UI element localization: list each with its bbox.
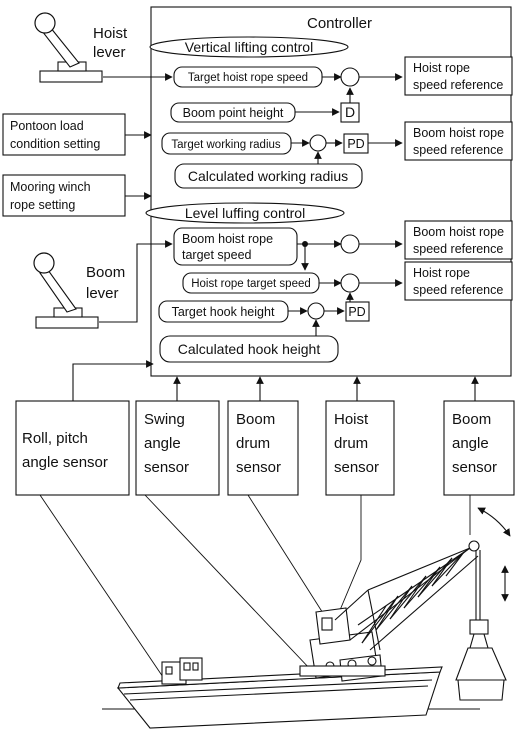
boom-lever-label-2: lever	[86, 285, 119, 302]
crane-barge-illustration	[102, 507, 511, 729]
grab-bucket	[455, 619, 507, 701]
boom-ref-1-line-1: Boom hoist rope	[413, 126, 504, 140]
calculated-hook-height-box	[159, 335, 339, 363]
bhrts-line-1: Boom hoist rope	[182, 232, 273, 246]
roll-pitch-connector	[72, 363, 151, 401]
roll-pitch-angle-sensor-box	[15, 400, 130, 496]
boom-drum-line-3: sensor	[236, 459, 281, 476]
vertical-sum-junction-1	[340, 67, 360, 87]
hoist-lever-label-2: lever	[93, 44, 126, 61]
level-sum-junction-3	[307, 302, 325, 320]
level-luffing-control-label	[145, 202, 345, 224]
mooring-winch-setting-box	[2, 174, 126, 217]
hoist-lever-label-1: Hoist	[93, 25, 128, 42]
hoist-ref-1-line-1: Hoist rope	[413, 61, 470, 75]
swing-line-3: sensor	[144, 459, 189, 476]
hoist-rope-target-speed-text: Hoist rope target speed	[191, 278, 311, 290]
hoist-ref-2-line-2: speed reference	[413, 283, 503, 297]
hoist-ref-2-line-1: Hoist rope	[413, 266, 470, 280]
boom-point-height-text: Boom point height	[183, 106, 284, 120]
hoist-rope-speed-reference-box-1	[404, 56, 513, 96]
boom-drum-sensor-box	[227, 400, 299, 496]
bhrts-line-2: target speed	[182, 248, 252, 262]
d-block-text: D	[345, 104, 355, 120]
boom-lever-icon	[33, 252, 99, 329]
boom-angle-sensor-box	[443, 400, 515, 496]
vertical-lifting-control-text: Vertical lifting control	[185, 39, 313, 55]
pontoon-label-2: condition setting	[10, 137, 100, 151]
level-sum-junction-2	[340, 273, 360, 293]
deck-house	[161, 657, 203, 685]
pd-block-vertical-text: PD	[347, 137, 364, 151]
boom-lever-arrow	[99, 240, 173, 323]
pd-block-level	[345, 301, 370, 322]
boom-drum-line-1: Boom	[236, 411, 275, 428]
target-hoist-rope-speed-text: Target hoist rope speed	[188, 72, 308, 84]
swing-line-2: angle	[144, 435, 181, 452]
calculated-working-radius-text: Calculated working radius	[188, 168, 348, 184]
boom-lever-label-1: Boom	[86, 264, 125, 281]
boom-hoist-rope-target-speed-box	[173, 227, 298, 266]
pd-block-level-text: PD	[348, 305, 365, 319]
hoist-drum-line-3: sensor	[334, 459, 379, 476]
level-sum-junction-1	[340, 234, 360, 254]
boom-drum-line-2: drum	[236, 435, 270, 452]
luffing-motion-arrow	[477, 507, 511, 537]
vertical-sum-junction-2	[309, 134, 327, 152]
hoist-rope-speed-reference-box-2	[404, 261, 513, 301]
pontoon-label-1: Pontoon load	[10, 119, 84, 133]
boom-hoist-rope-speed-reference-box-2	[404, 220, 513, 260]
level-luffing-control-text: Level luffing control	[185, 205, 305, 221]
hoist-drum-line-1: Hoist	[334, 411, 369, 428]
calculated-hook-height-text: Calculated hook height	[178, 341, 321, 357]
boom-angle-line-3: sensor	[452, 459, 497, 476]
roll-pitch-line-2: angle sensor	[22, 454, 108, 471]
target-hook-height-text: Target hook height	[172, 305, 275, 319]
roll-pitch-line-1: Roll, pitch	[22, 430, 88, 447]
lattice-boom	[334, 547, 479, 651]
mooring-label-1: Mooring winch	[10, 180, 91, 194]
swing-angle-sensor-box	[135, 400, 220, 496]
crane-cab	[299, 607, 386, 682]
mooring-label-2: rope setting	[10, 198, 75, 212]
hoist-ref-1-line-2: speed reference	[413, 78, 503, 92]
hoist-drum-sensor-box	[325, 400, 395, 496]
calculated-working-radius-box	[174, 163, 363, 189]
controller-title: Controller	[307, 15, 372, 32]
swing-line-1: Swing	[144, 411, 185, 428]
boom-hoist-rope-speed-reference-box-1	[404, 121, 513, 161]
boom-angle-line-1: Boom	[452, 411, 491, 428]
target-working-radius-text: Target working radius	[171, 139, 281, 151]
boom-ref-1-line-2: speed reference	[413, 143, 503, 157]
boom-tip-sheave	[468, 540, 480, 552]
hoist-lever-icon	[34, 12, 103, 83]
hoist-drum-line-2: drum	[334, 435, 368, 452]
vertical-lifting-control-label	[149, 36, 349, 58]
boom-ref-2-line-2: speed reference	[413, 242, 503, 256]
boom-ref-2-line-1: Boom hoist rope	[413, 225, 504, 239]
boom-angle-line-2: angle	[452, 435, 489, 452]
